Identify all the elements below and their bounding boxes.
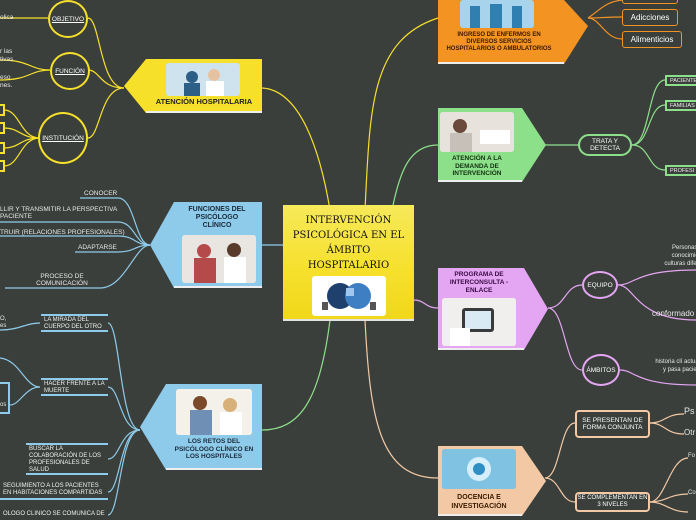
institucion-node[interactable]: INSTITUCIÓN bbox=[38, 112, 88, 164]
conformado-text: conformado bbox=[652, 309, 695, 318]
equipo-text: Personas c conocimien culturas difere bbox=[664, 245, 696, 267]
funcion-item-conocer: CONOCER bbox=[84, 190, 118, 197]
hospital-corridor-image bbox=[460, 0, 534, 28]
ingreso-node[interactable]: INGRESO DE ENFERMOS EN DIVERSOS SERVICIO… bbox=[438, 0, 588, 64]
institucion-leaf-3[interactable] bbox=[0, 142, 5, 154]
docencia-node[interactable]: DOCENCIA E INVESTIGACIÓN bbox=[438, 446, 546, 516]
institucion-leaf-4[interactable] bbox=[0, 160, 5, 172]
presentan-node[interactable]: SE PRESENTAN DE FORMA CONJUNTA bbox=[575, 410, 650, 438]
institucion-leaf-2[interactable] bbox=[0, 122, 5, 134]
objetivo-text: olica bbox=[0, 14, 14, 21]
medical-tablet-image bbox=[442, 298, 516, 346]
ambitos-text: historia clí actual y pasa pacien bbox=[655, 359, 696, 373]
psychologist-image bbox=[182, 235, 256, 283]
atencion-hospitalaria-node[interactable]: ATENCIÓN HOSPITALARIA bbox=[124, 59, 262, 113]
funcion-text-4: nes. bbox=[0, 82, 13, 89]
reto-comunica[interactable]: OLOGO CLINICO SE COMUNICA DE bbox=[3, 511, 105, 517]
complementan-node[interactable]: SE COMPLEMENTAN EN 3 NIVELES bbox=[575, 492, 650, 512]
ingreso-title: INGRESO DE ENFERMOS EN DIVERSOS SERVICIO… bbox=[446, 32, 552, 52]
reto-leaf-box[interactable] bbox=[0, 382, 10, 414]
funcion-item-construir: TRUIR (RELACIONES PROFESIONALES) bbox=[0, 229, 125, 236]
reto-mirada[interactable]: LA MIRADA DEL CUERPO DEL OTRO bbox=[41, 314, 108, 332]
docencia-co-fragment: Co bbox=[688, 490, 696, 496]
interconsulta-node[interactable]: PROGRAMA DE INTERCONSULTA - ENLACE bbox=[438, 268, 548, 350]
interconsulta-title: PROGRAMA DE INTERCONSULTA - ENLACE bbox=[449, 271, 509, 294]
demanda-paciente[interactable]: PACIENTE bbox=[665, 75, 696, 86]
reto-muerte[interactable]: HACER FRENTE A LA MUERTE bbox=[41, 378, 108, 396]
funcion-text-3: eso bbox=[0, 74, 11, 81]
reto-fragment-1: O, bbox=[0, 316, 7, 322]
atencion-demanda-title: ATENCIÓN A LA DEMANDA DE INTERVENCIÓN bbox=[452, 155, 502, 177]
research-brain-image bbox=[442, 449, 516, 489]
institucion-leaf-1[interactable] bbox=[0, 104, 5, 116]
retos-node[interactable]: LOS RETOS DEL PSICÓLOGO CLÍNICO EN LOS H… bbox=[140, 384, 262, 470]
funcion-item-perspectiva: LLIR Y TRANSMITIR LA PERSPECTIVA PACIENT… bbox=[0, 206, 117, 220]
ingreso-partial-top[interactable] bbox=[622, 0, 678, 4]
trata-detecta-node[interactable]: TRATA Y DETECTA bbox=[578, 134, 632, 156]
funcion-text-1: r las bbox=[0, 48, 13, 55]
reto-seguimiento[interactable]: SEGUIMIENTO A LOS PACIENTES EN HABITACIO… bbox=[0, 482, 108, 500]
central-topic-title: INTERVENCIÓN PSICOLÓGICA EN EL ÁMBITO HO… bbox=[292, 215, 405, 271]
docencia-otr-fragment: Otr bbox=[684, 428, 696, 437]
demanda-familias[interactable]: FAMILIAS bbox=[665, 100, 696, 111]
therapy-session-image bbox=[440, 112, 514, 152]
ingreso-alimenticios[interactable]: Alimenticios bbox=[622, 31, 682, 48]
docencia-ps-fragment: Ps bbox=[684, 406, 695, 416]
docencia-title: DOCENCIA E INVESTIGACIÓN bbox=[451, 494, 507, 510]
equipo-node[interactable]: EQUIPO bbox=[582, 271, 618, 299]
puzzle-heads-image bbox=[312, 276, 386, 316]
funcion-item-comunicacion: PROCESO DE COMUNICACIÓN bbox=[36, 273, 88, 287]
consultation-image bbox=[176, 389, 252, 435]
atencion-demanda-node[interactable]: ATENCIÓN A LA DEMANDA DE INTERVENCIÓN bbox=[438, 108, 546, 182]
reto-fragment-2: es bbox=[0, 323, 7, 329]
retos-title: LOS RETOS DEL PSICÓLOGO CLÍNICO EN LOS H… bbox=[174, 438, 254, 460]
objetivo-node[interactable]: OBJETIVO bbox=[48, 0, 88, 38]
hospital-staff-image bbox=[166, 63, 240, 96]
reto-colaboracion[interactable]: BUSCAR LA COLABORACIÓN DE LOS PROFESIONA… bbox=[26, 443, 108, 475]
funciones-title: FUNCIONES DEL PSICÓLOGO CLÍNICO bbox=[188, 206, 246, 229]
demanda-profesionales[interactable]: PROFESI bbox=[665, 165, 696, 176]
reto-fragment-3: os bbox=[0, 402, 7, 408]
atencion-hospitalaria-title: ATENCIÓN HOSPITALARIA bbox=[155, 97, 253, 106]
funcion-text-2: tivas bbox=[0, 56, 14, 63]
funcion-item-adaptarse: ADAPTARSE bbox=[78, 244, 117, 251]
ingreso-adicciones[interactable]: Adicciones bbox=[622, 9, 678, 26]
funcion-node[interactable]: FUNCIÓN bbox=[50, 52, 90, 90]
central-topic[interactable]: INTERVENCIÓN PSICOLÓGICA EN EL ÁMBITO HO… bbox=[283, 205, 414, 321]
ambitos-node[interactable]: ÁMBITOS bbox=[582, 354, 620, 386]
docencia-fo-fragment: Fo bbox=[688, 453, 696, 459]
funciones-node[interactable]: FUNCIONES DEL PSICÓLOGO CLÍNICO bbox=[150, 202, 262, 288]
